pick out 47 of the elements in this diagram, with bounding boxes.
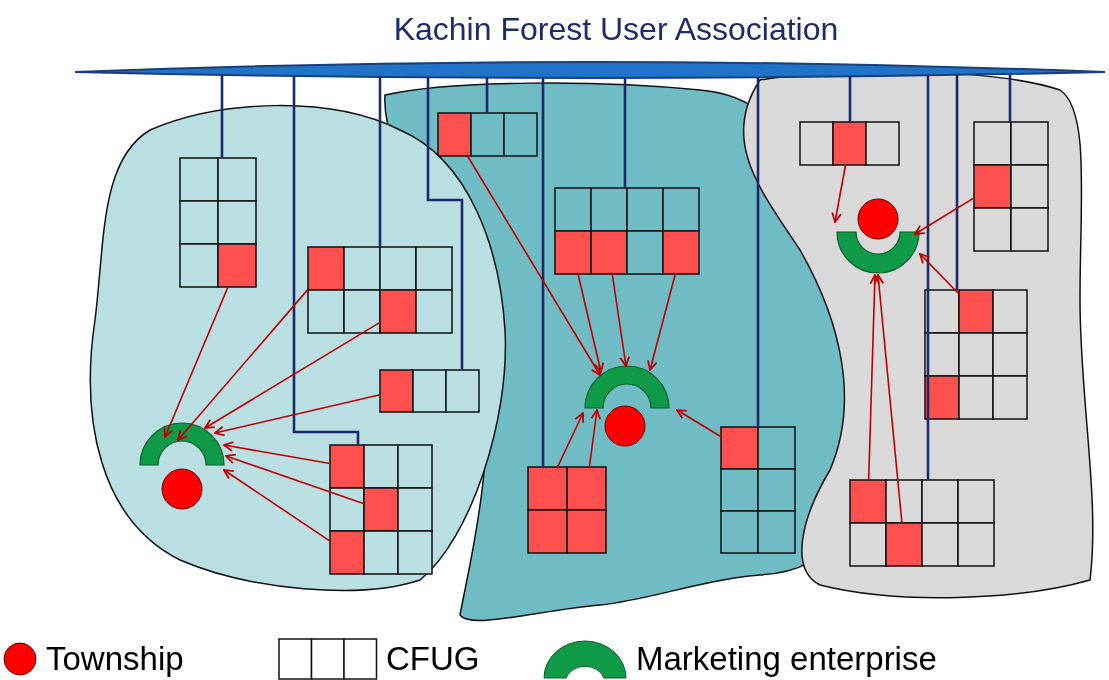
arrow [914,197,975,235]
connector-line [292,76,360,445]
connector-line [1008,74,1012,122]
arrow [831,164,847,223]
connector-line [848,76,852,122]
arrow [466,155,601,376]
legend-label: Township [46,640,184,678]
arrow [223,441,331,465]
arrow [873,274,903,524]
arrow [214,394,381,437]
cfug-grid [307,246,453,334]
connector-line [426,77,464,370]
arrow [223,469,331,542]
connector-line [955,74,959,290]
cfug-grid [554,187,700,275]
cfug-grid [527,466,607,554]
arrow [611,273,630,367]
arrow [204,321,381,429]
arrow [867,274,880,481]
arrow [588,409,602,468]
legend-label: Marketing enterprise [636,640,937,678]
connector-line [485,77,489,113]
legend-label: CFUG [386,640,480,678]
cfug-grid [924,289,1028,420]
cfug-grid [973,121,1049,252]
connector-line [220,74,224,158]
connector-line [756,77,760,427]
connector-line [378,77,382,247]
arrow [225,453,365,505]
arrow [647,273,677,371]
cfug-grid [379,369,480,413]
arrow [556,412,585,468]
connector-line [623,77,627,188]
arrow [163,286,229,438]
arrow [676,409,722,438]
arrow [919,253,960,295]
cfug-grid [437,112,538,157]
connector-line [541,77,545,467]
cfug-grid [720,426,796,554]
arrow [577,273,605,373]
title-text: Kachin Forest User Association [393,11,839,47]
arrow [177,288,309,441]
cfug-grid [179,157,257,288]
cfug-grid [799,121,900,166]
cfug-grid [329,444,433,575]
connector-line [926,75,930,480]
cfug-grid [849,479,995,567]
